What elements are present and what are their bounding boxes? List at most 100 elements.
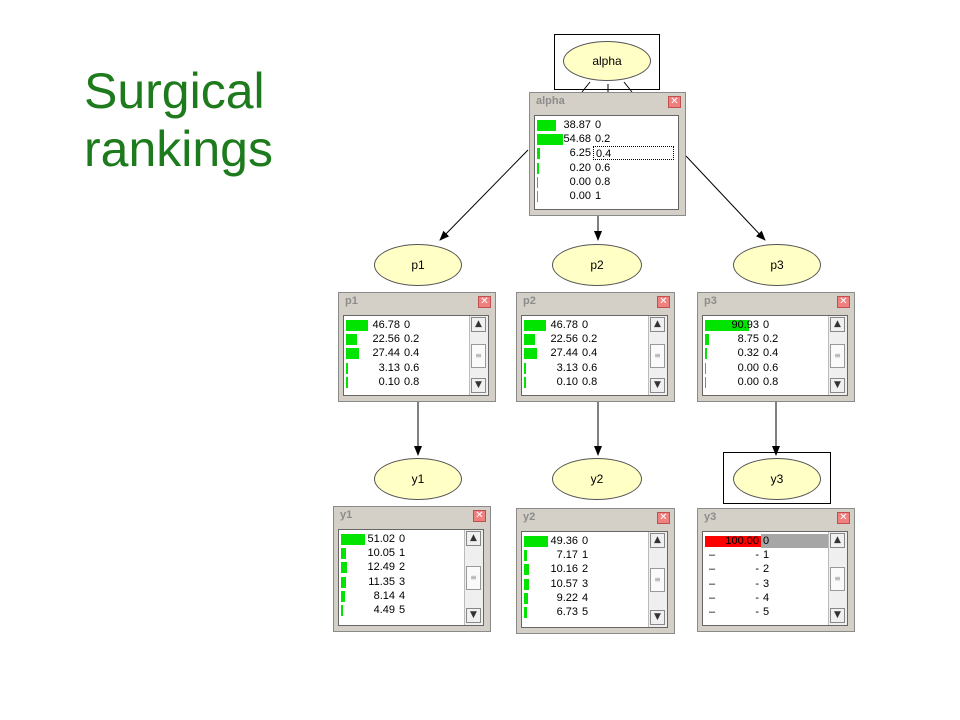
scroll-up-icon[interactable]: ▲ <box>650 533 665 548</box>
monitor-titlebar[interactable]: y3✕ <box>698 509 854 527</box>
scrollbar[interactable]: ▲ ≡ ▼ <box>464 530 483 625</box>
node-y1[interactable]: y1 <box>374 458 462 500</box>
belief-row[interactable]: –-5 <box>703 605 828 619</box>
belief-row[interactable]: –-1 <box>703 548 828 562</box>
close-icon[interactable]: ✕ <box>837 296 850 308</box>
scroll-thumb[interactable]: ≡ <box>471 344 486 368</box>
monitor-titlebar[interactable]: p2✕ <box>517 293 674 311</box>
belief-row[interactable]: –-4 <box>703 591 828 605</box>
scroll-up-icon[interactable]: ▲ <box>830 533 845 548</box>
close-icon[interactable]: ✕ <box>657 512 670 524</box>
scroll-thumb[interactable]: ≡ <box>466 566 481 590</box>
scroll-down-icon[interactable]: ▼ <box>650 610 665 625</box>
scroll-thumb[interactable]: ≡ <box>830 344 845 368</box>
monitor-titlebar[interactable]: p1✕ <box>339 293 495 311</box>
scroll-down-icon[interactable]: ▼ <box>650 378 665 393</box>
scroll-down-icon[interactable]: ▼ <box>471 378 486 393</box>
scrollbar[interactable]: ▲ ≡ ▼ <box>828 532 847 625</box>
scroll-down-icon[interactable]: ▼ <box>830 608 845 623</box>
scrollbar[interactable]: ▲ ≡ ▼ <box>648 532 667 627</box>
node-alpha[interactable]: alpha <box>563 41 651 81</box>
node-p2[interactable]: p2 <box>552 244 642 286</box>
close-icon[interactable]: ✕ <box>478 296 491 308</box>
scroll-up-icon[interactable]: ▲ <box>650 317 665 332</box>
node-p1[interactable]: p1 <box>374 244 462 286</box>
scroll-thumb[interactable]: ≡ <box>650 568 665 592</box>
scroll-thumb[interactable]: ≡ <box>650 344 665 368</box>
belief-row[interactable]: –-3 <box>703 577 828 591</box>
scroll-thumb[interactable]: ≡ <box>830 567 845 591</box>
node-y2[interactable]: y2 <box>552 458 642 500</box>
belief-row[interactable]: –-2 <box>703 562 828 576</box>
scroll-up-icon[interactable]: ▲ <box>466 531 481 546</box>
monitor-titlebar[interactable]: y1✕ <box>334 507 490 525</box>
monitor-titlebar[interactable]: p3 ✕ <box>698 293 854 311</box>
scrollbar[interactable]: ▲ ≡ ▼ <box>469 316 488 395</box>
scrollbar[interactable]: ▲ ≡ ▼ <box>648 316 667 395</box>
monitor-titlebar[interactable]: alpha✕ <box>530 93 685 111</box>
scroll-up-icon[interactable]: ▲ <box>471 317 486 332</box>
monitor-title: p3 <box>704 295 717 307</box>
node-y3[interactable]: y3 <box>733 458 821 500</box>
belief-value: 22.56 <box>372 333 400 346</box>
scroll-up-icon[interactable]: ▲ <box>830 317 845 332</box>
close-icon[interactable]: ✕ <box>473 510 486 522</box>
scroll-down-icon[interactable]: ▼ <box>466 608 481 623</box>
close-icon[interactable]: ✕ <box>657 296 670 308</box>
close-icon[interactable]: ✕ <box>668 96 681 108</box>
scrollbar[interactable]: ▲ ≡ ▼ <box>828 316 847 395</box>
scroll-down-icon[interactable]: ▼ <box>830 378 845 393</box>
monitor-titlebar[interactable]: y2✕ <box>517 509 674 527</box>
node-p3[interactable]: p3 <box>733 244 821 286</box>
close-icon[interactable]: ✕ <box>837 512 850 524</box>
